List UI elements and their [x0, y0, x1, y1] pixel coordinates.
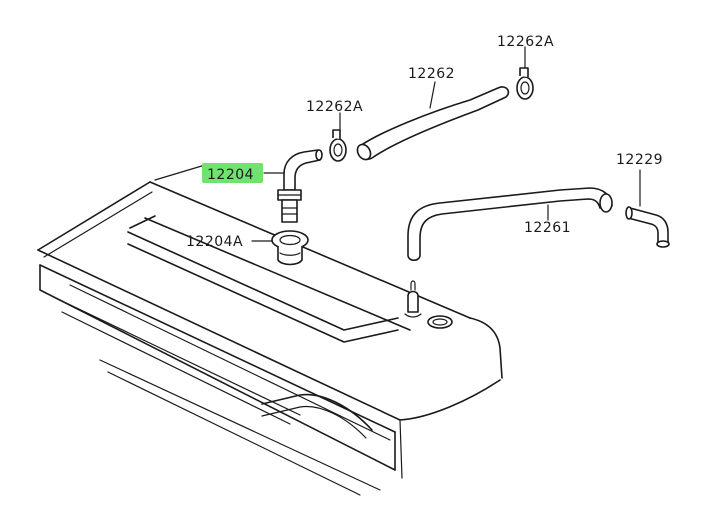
pcv-valve: [277, 149, 323, 223]
union: [625, 206, 670, 248]
hose-upper: [356, 86, 510, 161]
label-12262a-left[interactable]: 12262A: [306, 99, 363, 115]
label-12204[interactable]: 12204: [207, 167, 254, 183]
valve-cover: [37, 181, 503, 496]
label-12204a[interactable]: 12204A: [186, 234, 243, 250]
hose-lower: [407, 187, 613, 262]
grommet: [271, 230, 309, 266]
clamp-right: [516, 67, 534, 100]
label-12262[interactable]: 12262: [408, 66, 455, 82]
highlight-box: [202, 163, 263, 183]
clamp-left: [329, 129, 347, 162]
label-12261[interactable]: 12261: [524, 220, 571, 236]
callout-labels: 12204 12204A 12262A 12262 12262A 12261 1…: [186, 34, 663, 250]
leader-lines: [154, 46, 641, 242]
label-12229[interactable]: 12229: [616, 152, 663, 168]
label-12262a-right[interactable]: 12262A: [497, 34, 554, 50]
